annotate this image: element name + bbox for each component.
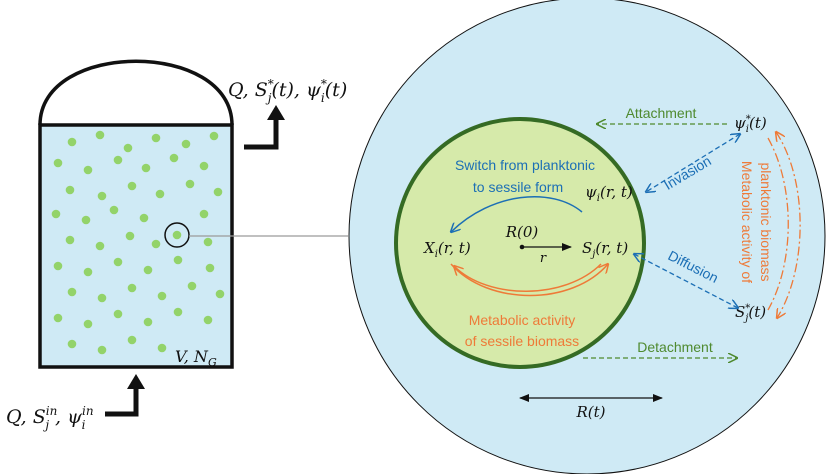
- psi-star-label: ψ*i(t): [734, 114, 767, 135]
- granule-particle: [65, 235, 75, 245]
- granule-particle: [67, 339, 77, 349]
- granule-particle: [113, 257, 123, 267]
- granule-particle: [155, 189, 165, 199]
- granule-particle: [83, 165, 93, 175]
- reactor-body: [38, 123, 234, 369]
- detachment-label: Detachment: [637, 339, 713, 355]
- granule-circle: [394, 117, 646, 369]
- granule-particle: [67, 287, 77, 297]
- center-label: R(0): [505, 223, 539, 241]
- granule-particle: [157, 291, 167, 301]
- x-i-label: Xi(r, t): [423, 239, 471, 260]
- granule-particle: [169, 153, 179, 163]
- granule-particle: [143, 265, 153, 275]
- granule-particle: [151, 239, 161, 249]
- diffusion-arrow: [634, 254, 738, 308]
- reactor-dome: [38, 59, 234, 126]
- granule-particle: [97, 293, 107, 303]
- granule-particle: [157, 343, 167, 353]
- granule-particle: [113, 155, 123, 165]
- suspended-granules: [51, 130, 225, 355]
- granule-particle: [151, 133, 161, 143]
- granule-particle: [209, 131, 219, 141]
- granule-particle: [95, 130, 105, 140]
- granule-particle: [65, 185, 75, 195]
- granule-particle: [53, 313, 63, 323]
- metabolic-sessile-arrow-outer: [450, 264, 608, 297]
- metabolic-planktonic-arrow-inner: [767, 137, 789, 311]
- granule-particle: [123, 143, 133, 153]
- inflow-pipe: [105, 386, 139, 417]
- granule-particle: [187, 281, 197, 291]
- granule-particle: [109, 205, 119, 215]
- outflow-arrowhead: [267, 105, 285, 120]
- granule-particle: [81, 215, 91, 225]
- granule-particle: [97, 345, 107, 355]
- granule-particle: [127, 181, 137, 191]
- granule-particle: [185, 179, 195, 189]
- metabolic-planktonic-arrow-outer: [776, 132, 801, 318]
- granule-particle: [127, 335, 137, 345]
- granule-particle: [53, 261, 63, 271]
- granule-particle: [181, 139, 191, 149]
- volume-label: V, NG: [175, 347, 217, 369]
- granule-particle: [203, 315, 213, 325]
- granule-particle: [143, 317, 153, 327]
- metabolic-sessile-arrow-inner: [454, 263, 602, 292]
- metabolic-sessile-line1: Metabolic activity: [469, 312, 576, 328]
- switch-arrow: [451, 196, 583, 232]
- attachment-label: Attachment: [626, 105, 697, 121]
- psi-i-label: ψi(r, t): [585, 183, 633, 204]
- granule-particle: [83, 267, 93, 277]
- granule-particle: [205, 263, 215, 273]
- granule-particle: [83, 319, 93, 329]
- outflow-pipe: [244, 117, 279, 150]
- metabolic-sessile-line2: of sessile biomass: [465, 333, 579, 349]
- outflow-label: Q, S*j(t), ψ*i(t): [228, 77, 347, 105]
- metabolic-planktonic-line2: planktonic biomass: [758, 162, 774, 281]
- granule-zoom: Switch from planktonic to sessile form ψ…: [348, 0, 826, 474]
- granule-particle: [97, 191, 107, 201]
- granule-particle: [53, 158, 63, 168]
- invasion-arrow: [646, 134, 740, 192]
- inflow-arrowhead: [127, 374, 145, 389]
- granule-particle: [139, 213, 149, 223]
- radius-small-label: r: [540, 251, 547, 266]
- radius-label: R(t): [575, 403, 605, 421]
- granule-particle: [113, 309, 123, 319]
- granule-particle: [215, 289, 225, 299]
- granule-particle: [127, 283, 137, 293]
- s-j-label: Sj(r, t): [582, 239, 628, 260]
- switch-text-line2: to sessile form: [473, 179, 563, 195]
- granule-particle: [213, 187, 223, 197]
- granule-particle: [95, 241, 105, 251]
- granule-particle: [141, 163, 151, 173]
- granule-particle: [173, 307, 183, 317]
- granule-particle: [125, 231, 135, 241]
- zoom-granule-circle: [164, 222, 190, 248]
- granule-particle: [199, 161, 209, 171]
- granule-particle: [67, 137, 77, 147]
- granule-particle: [172, 230, 182, 240]
- granule-particle: [203, 237, 213, 247]
- s-star-label: S*j(t): [735, 303, 766, 324]
- granule-particle: [199, 209, 209, 219]
- metabolic-planktonic-line1: Metabolic activity of: [739, 161, 755, 283]
- granule-particle: [173, 255, 183, 265]
- granule-particle: [51, 209, 61, 219]
- switch-text-line1: Switch from planktonic: [455, 157, 595, 173]
